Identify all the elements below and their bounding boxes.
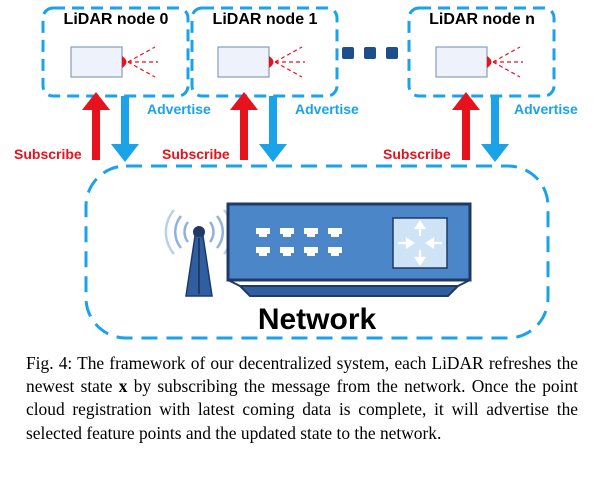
subscribe-label: Subscribe (162, 146, 230, 162)
caption-prefix: Fig. 4: The framework of our decentraliz… (26, 353, 578, 397)
advertise-arrow (259, 96, 287, 162)
advertise-label: Advertise (295, 101, 359, 117)
network-region (84, 164, 550, 340)
node-label: LiDAR node n (429, 11, 535, 28)
lidar-node-1: LiDAR node 1 (190, 6, 339, 98)
advertise-label: Advertise (514, 101, 578, 117)
node-label: LiDAR node 1 (213, 11, 318, 28)
ellipsis-dots (342, 47, 398, 59)
advertise-arrow (481, 96, 509, 162)
figure-caption: Fig. 4: The framework of our decentraliz… (26, 352, 578, 445)
antenna-icon (164, 209, 234, 297)
caption-state-variable: x (118, 376, 128, 397)
subscribe-arrow (230, 92, 258, 160)
lidar-sensor-icon (217, 46, 305, 78)
node-label: LiDAR node 0 (64, 11, 169, 28)
caption-suffix: by subscribing the message from the netw… (26, 376, 578, 443)
subscribe-arrow (452, 92, 480, 160)
lidar-node-n: LiDAR node n (407, 6, 556, 98)
lidar-sensor-icon (70, 46, 158, 78)
subscribe-arrow (82, 92, 110, 160)
framework-diagram: LiDAR node 0 LiDAR node 1 LiDAR node n (14, 6, 578, 340)
lidar-sensor-icon (435, 46, 523, 78)
network-label: Network (258, 303, 377, 336)
advertise-label: Advertise (147, 101, 211, 117)
advertise-arrow (111, 96, 139, 162)
subscribe-label: Subscribe (14, 146, 82, 162)
network-switch-icon (226, 202, 472, 297)
lidar-node-0: LiDAR node 0 (41, 6, 190, 98)
subscribe-label: Subscribe (383, 146, 451, 162)
